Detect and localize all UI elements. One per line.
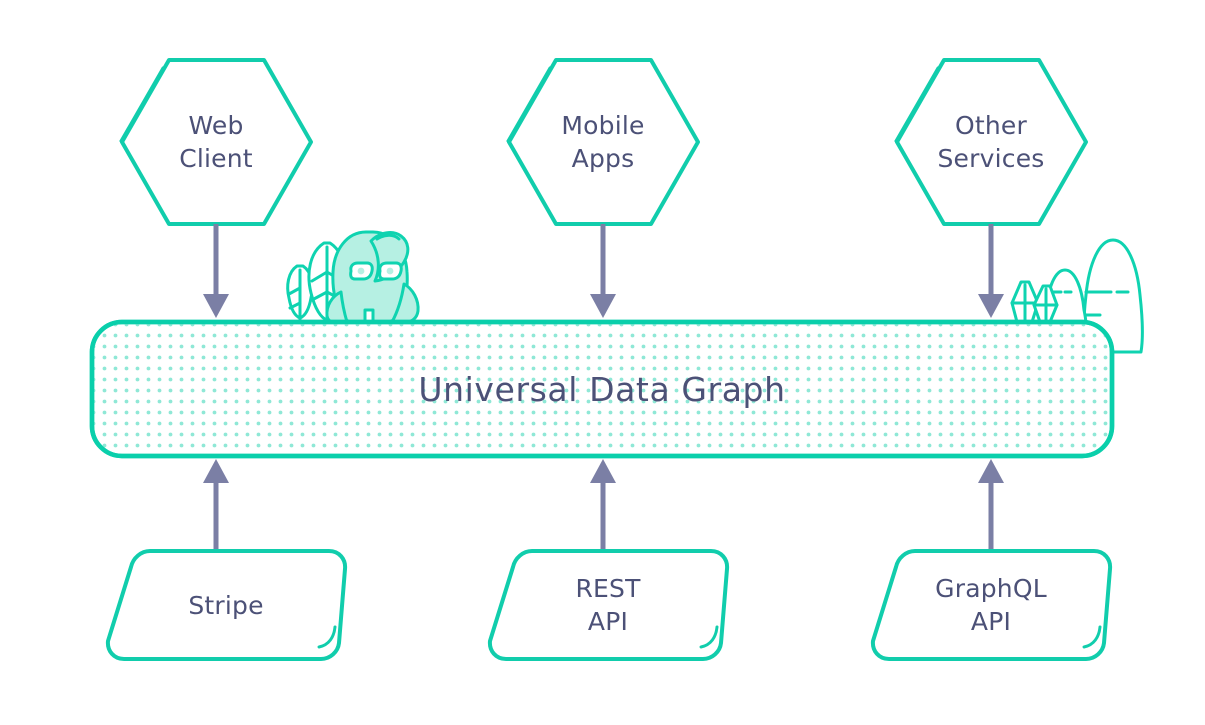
- decoration-group-right: [1010, 238, 1144, 354]
- node-web-client[interactable]: Web Client: [119, 58, 313, 226]
- node-label-rest-api-line2: API: [588, 607, 628, 636]
- node-label-rest-api-line1: REST: [575, 574, 641, 603]
- node-label-web-client-line1: Web: [188, 111, 243, 140]
- mascot-creature-icon: [325, 230, 420, 324]
- node-label-mobile-apps-line1: Mobile: [561, 111, 644, 140]
- node-universal-data-graph[interactable]: Universal Data Graph: [89, 319, 1115, 459]
- connector-graphql-api-to-graph: [978, 459, 1004, 556]
- node-other-services[interactable]: Other Services: [894, 58, 1088, 226]
- node-label-web-client-line2: Client: [179, 144, 253, 173]
- node-rest-api[interactable]: REST API: [487, 549, 730, 661]
- decoration-group-left: [286, 230, 420, 324]
- node-label-stripe-line1: Stripe: [188, 591, 263, 620]
- node-label-other-services-line2: Services: [937, 144, 1044, 173]
- crystal-cluster-icon: [1010, 280, 1059, 324]
- connector-other-services-to-graph: [978, 224, 1004, 318]
- node-label-mobile-apps-line2: Apps: [572, 144, 635, 173]
- bar-title-text: Universal Data Graph: [418, 370, 785, 409]
- node-mobile-apps[interactable]: Mobile Apps: [506, 58, 700, 226]
- connector-web-client-to-graph: [203, 224, 229, 318]
- node-stripe[interactable]: Stripe: [105, 549, 348, 661]
- node-label-graphql-api-line1: GraphQL: [935, 574, 1047, 603]
- connector-stripe-to-graph: [203, 459, 229, 556]
- node-label-graphql-api-line2: API: [971, 607, 1011, 636]
- node-graphql-api[interactable]: GraphQL API: [870, 549, 1113, 661]
- bar-outline: [89, 319, 1115, 459]
- connector-rest-api-to-graph: [590, 459, 616, 556]
- node-label-other-services-line1: Other: [955, 111, 1028, 140]
- connector-mobile-apps-to-graph: [590, 224, 616, 318]
